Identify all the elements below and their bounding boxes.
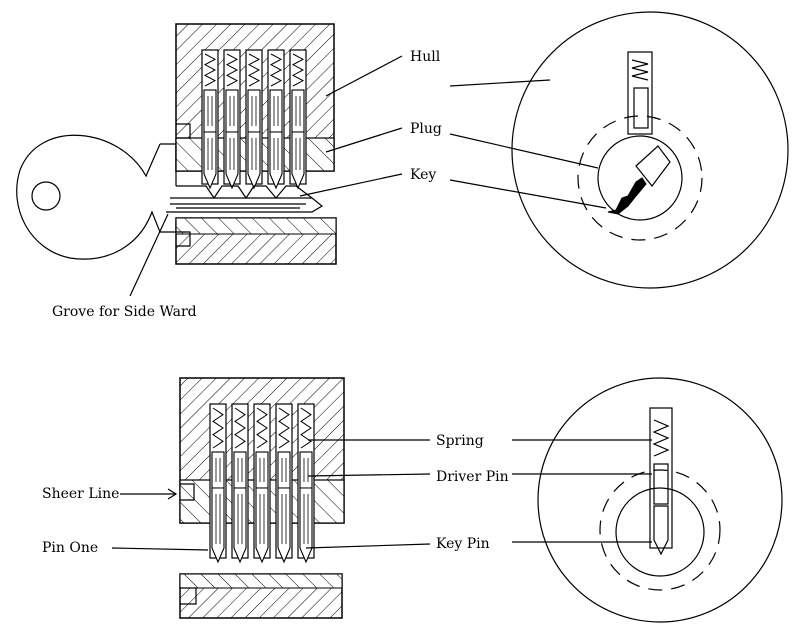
key-blade [160,143,324,213]
top-pin-5 [289,49,307,190]
driver-pin [291,89,305,133]
spring [300,407,312,449]
label-driver-pin: Driver Pin [436,469,509,485]
spring [225,53,239,87]
lower-step-2 [180,587,197,605]
plug-circle-2 [615,487,705,577]
pin-column-2 [649,407,673,549]
driver-pin [269,89,283,133]
label-spring: Spring [436,433,484,449]
plug-lower-region-2 [179,573,343,589]
bottom-pin-3 [253,403,271,564]
key-bow [16,134,177,260]
plug-circle [597,135,683,221]
label-sheer-line: Sheer Line [42,486,119,502]
bottom-pin-1 [209,403,227,564]
cross-section-spring [631,59,649,81]
label-pin-one: Pin One [42,540,98,556]
top-pin-stack [201,49,307,190]
bottom-lock-side-view: Spring Driver Pin Key Pin Sheer Line Pin… [42,377,509,619]
label-grove-side-ward: Grove for Side Ward [52,304,197,320]
lower-step [176,231,191,247]
plug-dashed-circle-2 [599,469,721,591]
key-pin [247,131,261,190]
bottom-pin-4 [275,403,293,564]
spring [256,407,268,449]
cross-section-key-pin [635,145,671,187]
cross-section-driver-pin-2 [653,463,669,505]
label-key: Key [410,167,436,183]
bottom-pin-5 [297,403,315,564]
key-pin [299,487,313,564]
driver-pin [211,451,225,489]
key-pin [225,131,239,190]
label-plug: Plug [410,121,442,137]
driver-pin [247,89,261,133]
hull-circle [511,11,789,289]
hull-circle-2 [537,377,783,623]
upper-step-2 [180,483,195,501]
label-hull: Hull [410,49,441,65]
plug-dashed-circle [577,115,703,241]
spring [269,53,283,87]
key-pin [291,131,305,190]
spring [291,53,305,87]
label-key-pin: Key Pin [436,536,490,552]
pin-column [627,51,653,135]
spring [212,407,224,449]
key-pin [269,131,283,190]
bottom-pin-2 [231,403,249,564]
cross-section-driver-pin [633,87,649,129]
top-pin-1 [201,49,219,190]
spring [203,53,217,87]
top-pin-4 [267,49,285,190]
key-cuts [176,185,313,200]
top-lock-side-view: Hull Plug Key Grove for Side Ward [16,23,442,320]
spring [234,407,246,449]
cross-section-key-pin-2 [653,505,669,556]
cross-section-key [607,177,647,215]
plug-lower-region [175,217,337,235]
driver-pin [299,451,313,489]
key-pin [203,131,217,190]
key-pin [255,487,269,564]
driver-pin [233,451,247,489]
driver-pin [277,451,291,489]
top-lock-cross-section [449,11,789,289]
driver-pin [203,89,217,133]
driver-pin [225,89,239,133]
key-pin [211,487,225,564]
top-pin-3 [245,49,263,190]
key-groove [170,203,306,209]
spring [278,407,290,449]
bottom-pin-stack [209,403,315,564]
cross-section-spring-2 [652,419,670,457]
driver-pin [255,451,269,489]
top-pin-2 [223,49,241,190]
key-pin [233,487,247,564]
upper-step [176,123,191,139]
key-pin [277,487,291,564]
spring [247,53,261,87]
bottom-lock-cross-section [512,377,783,623]
key-hole [31,181,61,211]
